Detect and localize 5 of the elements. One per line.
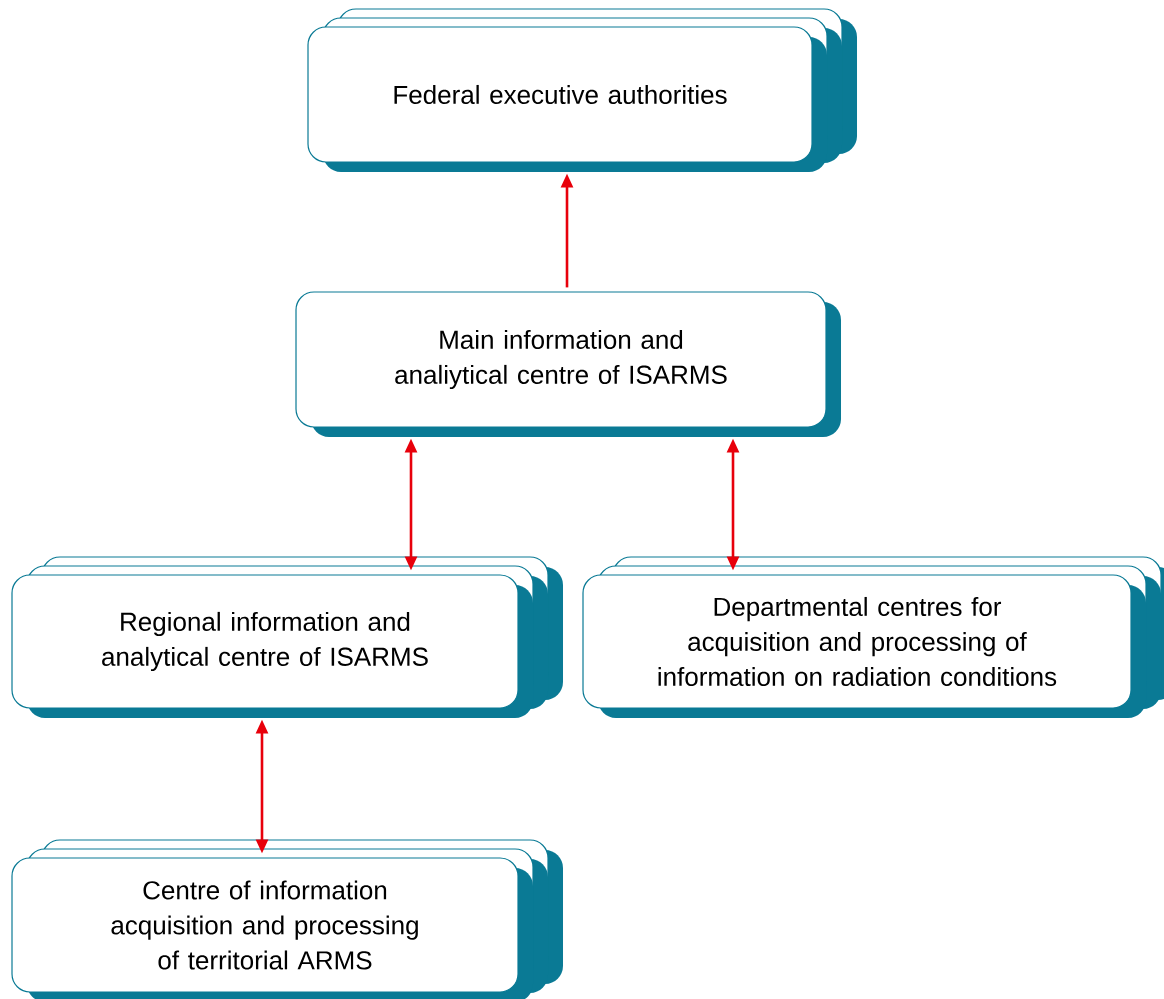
stacked-box: Federal executive authorities [307,8,857,172]
stacked-box: Departmental centres for acquisition and processing of information on radiation conditions [582,556,1164,718]
stacked-box: Centre of information acquisition and processing of territorial ARMS [11,839,563,999]
stacked-box: Regional information and analytical centre of ISARMS [11,556,563,718]
stacked-box: Main information and analiytical centre of ISARMS [295,291,841,437]
